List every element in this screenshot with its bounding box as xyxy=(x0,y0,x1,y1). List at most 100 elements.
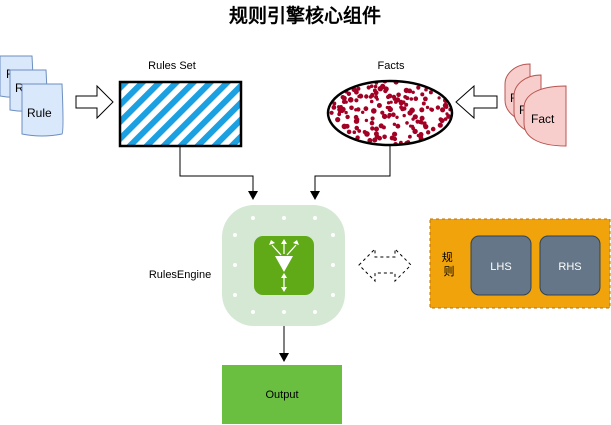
fact-dot xyxy=(391,94,397,100)
rules-set-label: Rules Set xyxy=(148,60,196,72)
fact-dot xyxy=(408,110,412,115)
fact-dot xyxy=(345,114,350,120)
fact-dot xyxy=(405,121,409,125)
fact-dot xyxy=(380,83,386,90)
rule-doc-middle-label: R xyxy=(15,81,24,95)
lhs-box xyxy=(470,235,532,296)
fact-dot xyxy=(443,117,448,121)
facts-dots xyxy=(329,81,452,145)
engine-flow-icon xyxy=(269,239,299,292)
fact-dot xyxy=(440,107,446,113)
fact-dot xyxy=(420,92,425,97)
fact-dot xyxy=(354,98,359,103)
fact-dot xyxy=(383,88,388,94)
output-box xyxy=(222,365,342,424)
fact-dot xyxy=(347,97,354,103)
fact-dot xyxy=(439,118,445,124)
fact-dot xyxy=(353,118,360,124)
rules-engine-label: RulesEngine xyxy=(149,269,211,281)
fact-dot xyxy=(425,105,430,110)
fact-dot xyxy=(341,99,347,105)
fact-doc-middle-label: F xyxy=(519,103,526,117)
rhs-label: RHS xyxy=(558,261,581,273)
connector-rules-set-to-engine xyxy=(179,146,258,200)
fact-dot xyxy=(356,86,361,91)
fact-dot xyxy=(396,92,401,98)
rule-box-label: 规 则 xyxy=(442,250,457,278)
lhs-label: LHS xyxy=(490,261,511,273)
fact-dot xyxy=(354,108,358,112)
fact-dot xyxy=(395,97,401,103)
fact-dot xyxy=(353,114,359,120)
fact-dot xyxy=(357,94,361,99)
fact-dot xyxy=(381,113,388,120)
fact-doc-front-label: Fact xyxy=(531,112,555,126)
fact-dot xyxy=(415,119,420,124)
fact-dot xyxy=(408,134,412,139)
fact-dot xyxy=(341,123,348,130)
rhs-box xyxy=(539,235,601,296)
hollow-arrow-rules-in xyxy=(75,84,114,120)
output-label: Output xyxy=(265,389,298,401)
fact-dot xyxy=(395,115,399,120)
fact-dot xyxy=(329,110,334,115)
fact-dot xyxy=(374,134,380,140)
fact-dot xyxy=(423,124,429,130)
fact-dot xyxy=(366,85,371,90)
fact-dot xyxy=(437,122,443,128)
fact-dot xyxy=(430,126,436,132)
fact-dot xyxy=(354,125,359,131)
rule-box-label-char2: 则 xyxy=(444,265,455,278)
rule-doc-front-label: Rule xyxy=(27,106,52,120)
fact-dot xyxy=(402,113,406,118)
fact-dot xyxy=(409,124,413,128)
fact-dot xyxy=(340,95,345,100)
fact-dot xyxy=(361,110,365,115)
fact-dot xyxy=(424,87,428,92)
fact-dot xyxy=(380,110,385,115)
connector-facts-to-engine xyxy=(310,145,391,200)
fact-dot xyxy=(349,105,354,111)
rules-engine-dots xyxy=(233,216,335,314)
fact-dot xyxy=(416,85,421,90)
fact-dot xyxy=(437,96,441,100)
fact-dot xyxy=(392,122,397,127)
fact-dot xyxy=(373,84,378,89)
fact-dot xyxy=(429,107,433,111)
fact-dot xyxy=(370,126,375,131)
fact-doc-front: Fact xyxy=(523,85,567,147)
fact-dot xyxy=(331,105,337,110)
rule-doc-front: Rule xyxy=(21,83,64,137)
rule-box-label-char1: 规 xyxy=(442,250,453,264)
fact-dot xyxy=(423,96,428,102)
fact-dot xyxy=(364,131,370,137)
fact-dot xyxy=(372,88,377,93)
fact-dot xyxy=(367,138,373,143)
fact-dot xyxy=(389,135,395,141)
fact-dot xyxy=(411,90,415,95)
fact-dot xyxy=(395,123,401,129)
fact-dot xyxy=(419,115,425,121)
fact-dot xyxy=(402,106,407,111)
fact-dot xyxy=(445,112,449,116)
fact-dot xyxy=(412,128,418,135)
fact-dot xyxy=(419,107,425,113)
fact-dot xyxy=(378,123,384,129)
fact-dot xyxy=(370,116,375,121)
fact-dot xyxy=(387,105,392,110)
fact-dot xyxy=(391,112,396,117)
fact-documents-stack: F F Fact xyxy=(504,63,567,147)
fact-dot xyxy=(426,130,431,135)
fact-dot xyxy=(403,95,408,99)
fact-dot xyxy=(368,95,373,99)
fact-dot xyxy=(332,101,337,106)
fact-dot xyxy=(428,90,433,95)
fact-dot xyxy=(344,110,348,115)
fact-dot xyxy=(398,99,404,105)
fact-dot xyxy=(387,112,392,118)
fact-dot xyxy=(376,103,382,108)
fact-dot xyxy=(369,120,375,126)
rule-documents-stack: R R Rule xyxy=(0,55,64,137)
fact-dot xyxy=(444,104,449,110)
